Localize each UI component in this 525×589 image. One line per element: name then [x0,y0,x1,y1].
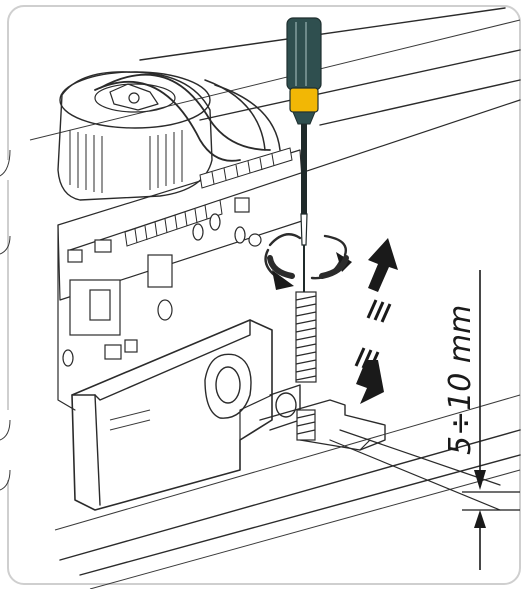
down-arrow-icon [354,347,384,404]
up-arrow-icon [366,238,398,323]
housing-rails [29,7,521,251]
diagram-frame [0,5,521,585]
rotation-arrows-icon [264,233,352,290]
base-plate [54,394,521,589]
limit-bracket [71,319,301,511]
circuit-board [57,147,306,411]
screwdriver-icon [286,17,322,292]
adjustment-screw [295,291,317,441]
terminal-strip [199,147,293,189]
motor [57,71,281,201]
dimension-annotation: 5÷10 mm [443,270,520,570]
dimension-label: 5÷10 mm [443,305,478,455]
connector-strip [124,199,223,247]
